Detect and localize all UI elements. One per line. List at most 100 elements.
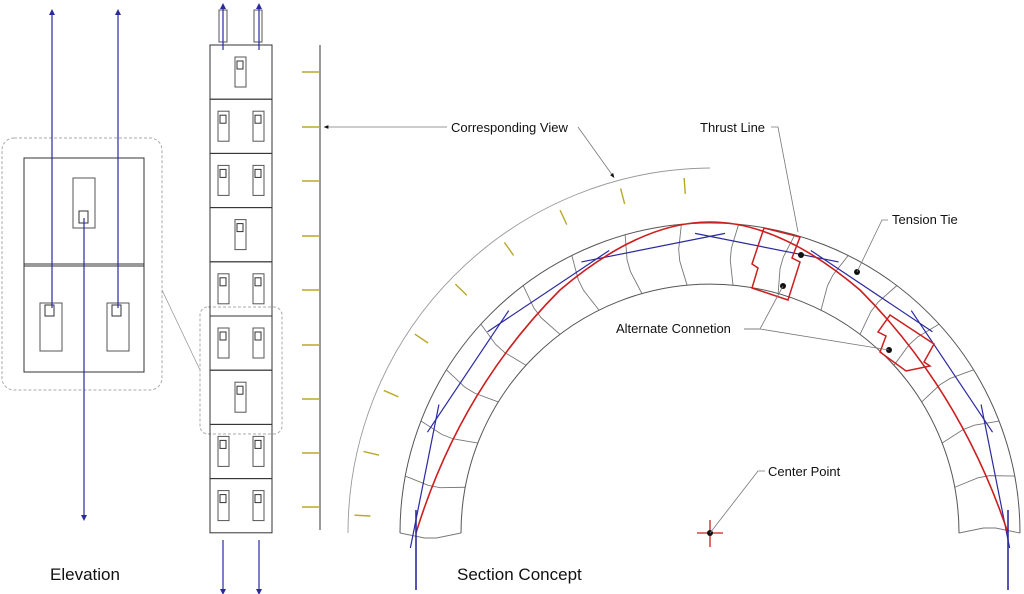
strip-slot-cap xyxy=(254,277,262,287)
strip-slot-cap xyxy=(254,114,262,124)
alternate-connection-blocks xyxy=(751,227,935,372)
voussoir-joint xyxy=(893,323,940,366)
strip-block xyxy=(209,44,273,100)
strip-slot-cap xyxy=(219,494,227,504)
strip-slot-cap xyxy=(254,439,262,449)
scale-ticks xyxy=(302,71,320,508)
voussoir-joint xyxy=(820,255,849,311)
strip-slot xyxy=(217,110,230,142)
strip-slot-cap xyxy=(219,331,227,341)
strip-block xyxy=(209,261,273,317)
tension-tie-segment xyxy=(810,249,933,333)
voussoir-joint xyxy=(729,224,740,286)
arc-tick xyxy=(354,514,371,517)
strip-slot-cap xyxy=(236,223,244,233)
callout-corresponding-view: Corresponding View xyxy=(451,120,568,135)
strip-block xyxy=(209,478,273,534)
leader-line xyxy=(709,470,765,534)
arc-tick xyxy=(454,283,468,296)
strip-block xyxy=(209,152,273,209)
strip-slot xyxy=(252,164,265,196)
caption-elevation: Elevation xyxy=(50,565,120,584)
strip-slot xyxy=(217,273,230,305)
voussoir-joint xyxy=(446,369,499,403)
connection-dot xyxy=(798,252,804,258)
strip-slot-cap xyxy=(254,494,262,504)
voussoir-joint xyxy=(624,234,643,294)
strip-slot-cap xyxy=(219,439,227,449)
tension-tie-segment xyxy=(910,310,994,433)
caption-section-concept: Section Concept xyxy=(457,565,582,584)
arc-tick xyxy=(683,177,686,194)
voussoir-joint xyxy=(958,527,1021,534)
strip-slot xyxy=(217,327,230,359)
tension-tie-segments xyxy=(409,232,1011,549)
thrust-line xyxy=(415,221,1009,534)
voussoir-joint xyxy=(480,323,527,366)
scale-column xyxy=(302,45,321,530)
voussoir-joint xyxy=(921,369,974,403)
arc-tick xyxy=(414,333,429,344)
voussoir-joint xyxy=(941,420,1000,444)
strip-slot-cap xyxy=(254,331,262,341)
detail-frame xyxy=(1,137,163,391)
callout-alternate-connection: Alternate Connetion xyxy=(616,321,731,336)
arch-extrados xyxy=(399,222,1021,534)
callouts: Corresponding View Thrust Line Tension T… xyxy=(50,120,958,584)
strip-slot-cap xyxy=(219,114,227,124)
strip-slot xyxy=(217,164,230,196)
arch-section xyxy=(347,167,1021,590)
arc-tick xyxy=(363,450,380,456)
voussoir-joint xyxy=(678,224,688,286)
voussoir-joint xyxy=(405,475,466,489)
strip-slot xyxy=(234,56,247,88)
strip-slot-cap xyxy=(254,168,262,178)
arch-intrados xyxy=(460,283,960,534)
strip-slot xyxy=(252,273,265,305)
strip-block xyxy=(209,423,273,480)
leader-line xyxy=(771,126,799,233)
voussoir-joint xyxy=(859,285,898,335)
voussoir-joint xyxy=(954,475,1015,488)
strip-slot-cap xyxy=(219,277,227,287)
voussoir-joint xyxy=(571,255,600,311)
strip-block xyxy=(209,369,273,425)
strip-block xyxy=(209,98,273,154)
arc-ticks xyxy=(354,177,686,517)
strip-block xyxy=(209,315,273,371)
voussoir-joint xyxy=(420,420,478,444)
strip-slot xyxy=(252,110,265,142)
tension-tie-segment xyxy=(409,404,440,549)
voussoir-joint xyxy=(399,532,462,539)
strip-slot xyxy=(234,381,247,413)
callout-thrust-line: Thrust Line xyxy=(700,120,765,135)
strip-slot xyxy=(252,490,265,522)
strip-slot xyxy=(217,490,230,522)
arc-tick xyxy=(559,209,568,225)
arc-tick xyxy=(383,389,399,398)
voussoir-strip xyxy=(199,3,283,594)
strip-block xyxy=(209,207,273,263)
tension-tie-segment xyxy=(426,310,510,433)
strip-blocks xyxy=(209,44,273,534)
strip-slot xyxy=(217,435,230,467)
tension-tie-segment xyxy=(487,249,610,333)
strip-highlight-frame xyxy=(199,306,283,435)
elevation-detail xyxy=(1,9,201,521)
strip-slot xyxy=(252,435,265,467)
strip-slot-cap xyxy=(236,385,244,395)
reference-arc xyxy=(347,167,711,534)
callout-tension-tie: Tension Tie xyxy=(892,212,958,227)
strip-slot xyxy=(252,327,265,359)
center-point-marker xyxy=(697,520,723,547)
leader-line xyxy=(577,126,615,178)
arc-tick xyxy=(503,241,515,256)
arch-voussoirs xyxy=(399,224,1021,539)
voussoir-joint xyxy=(777,234,796,294)
leader-line xyxy=(744,328,890,351)
arc-tick xyxy=(619,188,626,205)
strip-slot-cap xyxy=(236,60,244,70)
leader-line xyxy=(856,219,888,273)
strip-slot-cap xyxy=(219,168,227,178)
